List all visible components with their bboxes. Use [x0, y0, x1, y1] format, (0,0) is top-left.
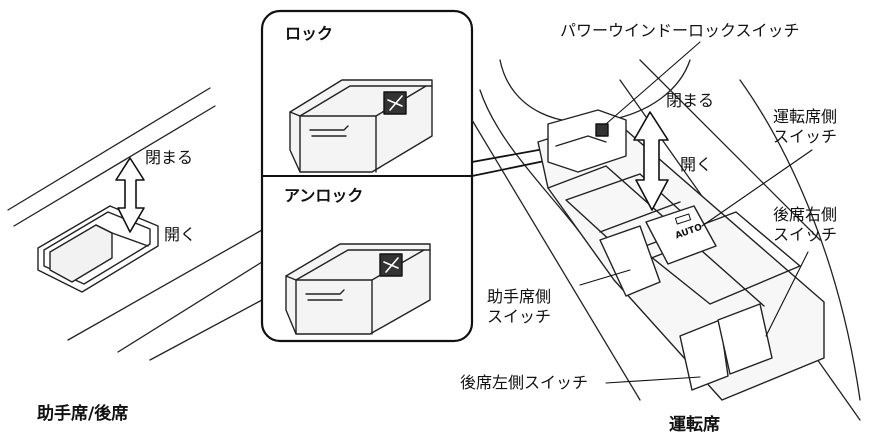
- rear-left-switch-label: 後席左側スイッチ: [460, 373, 589, 392]
- driver-arrow-icon: [633, 111, 669, 211]
- passenger-window-switch: [37, 205, 159, 293]
- passenger-rear-caption: 助手席/後席: [37, 404, 129, 424]
- passenger-side-switch-label: 助手席側 スイッチ: [487, 287, 552, 326]
- unlock-heading: アンロック: [284, 186, 364, 205]
- open-label-right: 開く: [680, 155, 713, 174]
- power-window-lock-switch-label: パワーウインドーロックスイッチ: [560, 21, 800, 40]
- close-label-left: 閉まる: [145, 148, 194, 167]
- leader-lines: [579, 41, 813, 384]
- passenger-door-panel: [7, 87, 263, 361]
- unlock-switch-illustration: [285, 243, 431, 335]
- driver-caption: 運転席: [669, 415, 720, 435]
- lock-heading: ロック: [285, 24, 334, 43]
- close-label-right: 閉まる: [666, 91, 715, 110]
- rear-right-switch-label: 後席右側 スイッチ: [773, 205, 838, 244]
- driver-switch-console: [537, 109, 825, 401]
- open-label-left: 開く: [164, 225, 197, 244]
- lock-switch-illustration: [289, 79, 433, 173]
- driver-side-switch-label: 運転席側 スイッチ: [773, 107, 838, 146]
- passenger-arrow-icon: [115, 157, 145, 233]
